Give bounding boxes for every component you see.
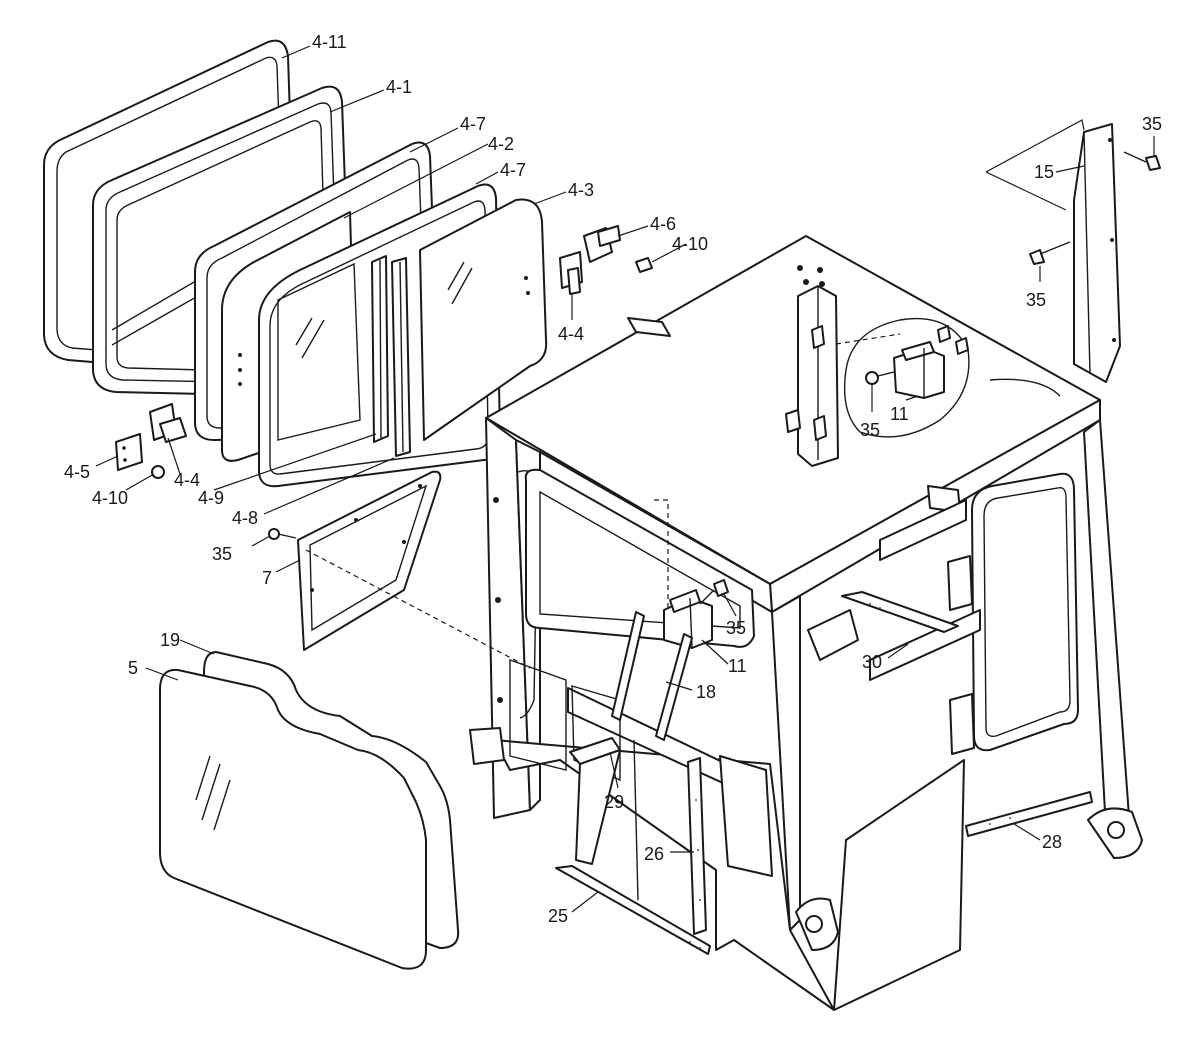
screw-4-10-upper [635,257,653,273]
callout-4-5: 4-5 [64,462,90,482]
plate-25 [555,865,711,955]
rear-door-frame [947,472,1079,755]
side-panel-7 [297,470,442,651]
roof-clip [627,317,671,337]
callout-30: 30 [862,652,882,672]
callout-4-10-lower: 4-10 [92,488,128,508]
plate-30 [841,591,959,633]
callout-4-7-upper: 4-7 [460,114,486,134]
screw-4-10-lower [151,465,165,479]
plate-28 [965,791,1093,837]
callout-11-upper: 11 [890,404,909,424]
callout-25: 25 [548,906,568,926]
roof-dots [797,265,825,287]
latch-plate-4-5 [115,433,143,471]
foot-mounts [469,727,1143,951]
callout-4-9: 4-9 [198,488,224,508]
window-channel-4-9 [371,255,411,457]
roof-markers [937,325,969,355]
callout-4-2: 4-2 [488,134,514,154]
callout-29: 29 [604,792,624,812]
callout-4-3: 4-3 [568,180,594,200]
callout-4-4-upper: 4-4 [558,324,584,344]
callout-4-1: 4-1 [386,77,412,97]
callout-18: 18 [696,682,716,702]
dashed-guides [305,499,669,669]
side-frame [807,499,981,681]
stay-arm-18 [611,611,693,741]
latch-4-4-upper [559,251,583,295]
roof-bracket-detail-circle [835,317,970,438]
callout-4-8: 4-8 [232,508,258,528]
cab-lower-body [493,659,965,1011]
rear-cover-15 [985,119,1121,383]
callout-4-10-upper: 4-10 [672,234,708,254]
callout-7: 7 [262,568,272,588]
plate-29 [569,737,639,901]
callout-4-7-lower: 4-7 [500,160,526,180]
bolt-35-panel [268,528,297,540]
callout-35-top-right: 35 [1142,114,1162,134]
rear-pillar [785,285,839,467]
callout-35-upper-bracket: 35 [860,420,880,440]
callout-35-panel: 35 [212,544,232,564]
callout-4-4-lower: 4-4 [174,470,200,490]
callout-5: 5 [128,658,138,678]
bracket-11-upper [893,341,945,399]
callout-labels: 4-11 4-1 4-7 4-2 4-7 4-3 4-6 4-10 4-4 4-… [64,32,1162,926]
bolt-35-bracket-lower [699,579,729,605]
callout-4-11: 4-11 [312,32,347,52]
front-window-glass-5 [159,668,427,970]
callout-26: 26 [644,844,664,864]
leader-lines [95,45,1155,913]
callout-19: 19 [160,630,180,650]
plate-26 [687,757,707,935]
callout-15: 15 [1034,162,1054,182]
latch-4-4-lower [149,403,187,443]
callout-11-lower: 11 [728,656,747,676]
callout-35-cover: 35 [1026,290,1046,310]
callout-4-6: 4-6 [650,214,676,234]
bolt-35-cover-mid [1029,241,1071,265]
sliding-glass-4-3 [419,198,548,441]
latch-bracket-4-6 [583,225,621,263]
bolt-35-cover-top [1123,151,1161,171]
callout-35-lower-bracket: 35 [726,618,746,638]
callout-28: 28 [1042,832,1062,852]
